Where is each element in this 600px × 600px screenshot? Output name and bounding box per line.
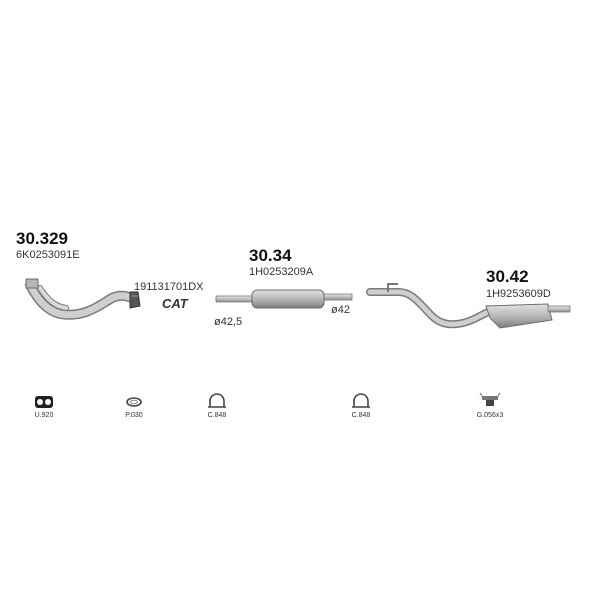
part-number-30-42: 30.42: [486, 267, 529, 286]
catalyst-oem-number: 191131701DX: [134, 281, 204, 293]
accessory-code-clamp-2: C.848: [351, 412, 371, 419]
rubber-hanger-icon: [479, 392, 501, 406]
accessory-code-ring: P.030: [125, 412, 143, 419]
oem-number-30-34: 1H0253209A: [249, 266, 314, 278]
clamp-icon: [208, 393, 226, 408]
rear-silencer-30-42[interactable]: [366, 283, 571, 329]
diameter-left-label: ø42,5: [214, 316, 243, 328]
accessory-code-clamp-1: C.848: [207, 412, 227, 419]
oem-number-30-42: 1H9253609D: [486, 288, 551, 300]
front-pipe-30-329[interactable]: [25, 278, 137, 320]
catalyst-label: CAT: [162, 296, 188, 311]
part-number-30-34: 30.34: [249, 246, 292, 265]
oem-number-30-329: 6K0253091E: [16, 249, 80, 261]
gasket-icon: [35, 396, 53, 408]
clamp-icon: [352, 393, 370, 408]
catalyst-flange[interactable]: [129, 291, 141, 309]
accessory-code-hanger: G.056x3: [476, 412, 504, 419]
part-number-30-329: 30.329: [16, 229, 68, 248]
accessory-code-gasket: U.920: [34, 412, 54, 419]
ring-icon: [126, 397, 142, 407]
diameter-right-label: ø42: [331, 304, 350, 316]
middle-silencer-30-34[interactable]: [215, 289, 353, 309]
